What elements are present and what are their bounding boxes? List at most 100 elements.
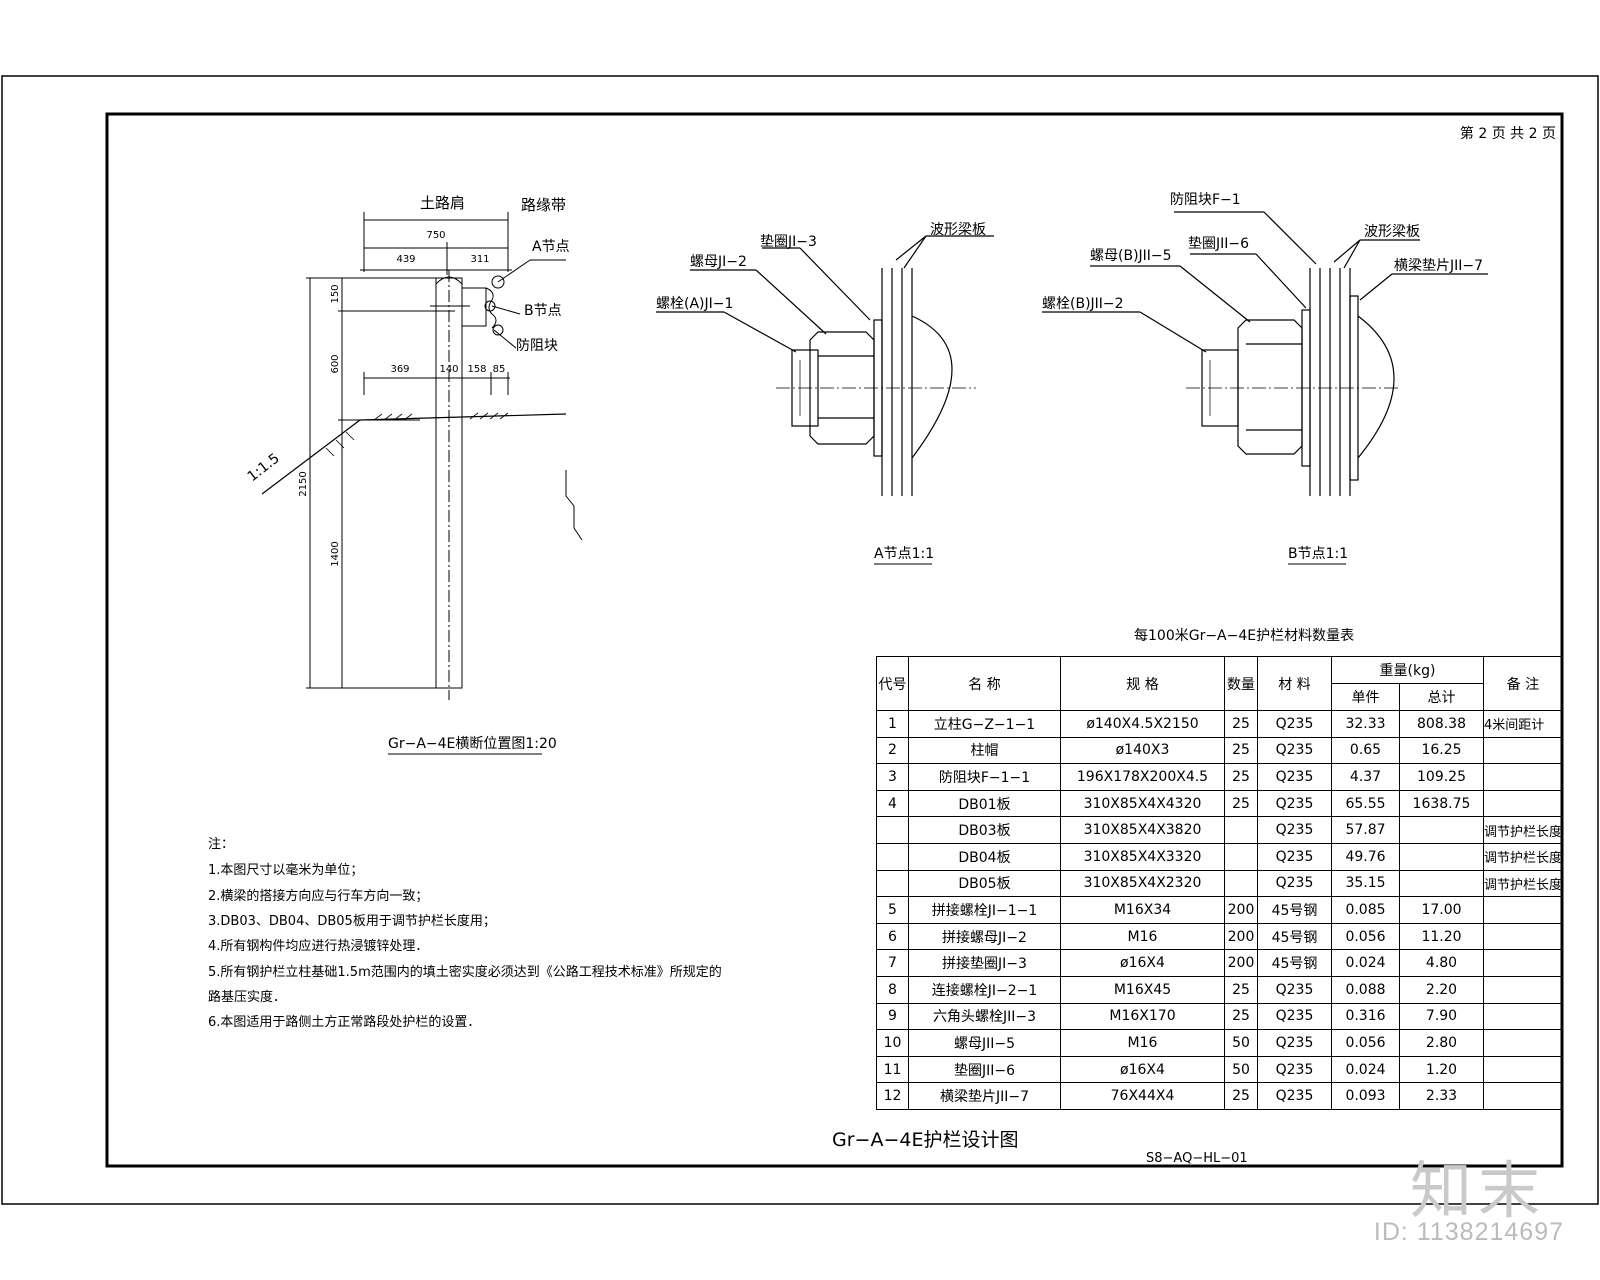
cell-name: DB01板 bbox=[908, 789, 1061, 818]
cell-unit: 0.093 bbox=[1331, 1082, 1400, 1110]
page-number: 第 2 页 共 2 页 bbox=[1460, 125, 1556, 142]
detail-b-bolt: 螺栓(B)JII−2 bbox=[1042, 296, 1124, 312]
cell-note bbox=[1482, 789, 1564, 818]
cell-unit: 4.37 bbox=[1331, 763, 1400, 791]
dim-750: 750 bbox=[426, 230, 445, 241]
dim-311: 311 bbox=[470, 254, 489, 265]
note-5a: 5.所有钢护栏立柱基础1.5m范围内的填土密实度必须达到《公路工程技术标准》所规… bbox=[208, 964, 722, 980]
cell-qty: 25 bbox=[1224, 975, 1258, 1004]
cell-spec: 310X85X4X2320 bbox=[1060, 869, 1225, 898]
cell-spec: M16 bbox=[1060, 1029, 1225, 1057]
cell-mat: Q235 bbox=[1257, 816, 1332, 844]
dim-85: 85 bbox=[493, 364, 506, 375]
col-header-qty: 数量 bbox=[1224, 656, 1258, 711]
cell-spec: 76X44X4 bbox=[1060, 1082, 1225, 1110]
cell-code bbox=[876, 842, 909, 871]
detail-b bbox=[1042, 211, 1488, 496]
cell-qty: 25 bbox=[1224, 763, 1258, 791]
cell-name: 横梁垫片JII−7 bbox=[908, 1082, 1061, 1110]
note-4: 4.所有钢构件均应进行热浸镀锌处理． bbox=[208, 938, 428, 954]
detail-a-beam: 波形梁板 bbox=[930, 222, 986, 238]
cell-mat: Q235 bbox=[1257, 975, 1332, 1004]
cell-total: 2.33 bbox=[1399, 1082, 1484, 1110]
cell-spec: M16X170 bbox=[1060, 1002, 1225, 1031]
cell-name: 六角头螺栓JII−3 bbox=[908, 1002, 1061, 1031]
cell-code bbox=[876, 816, 909, 844]
col-header-weight: 重量(kg) bbox=[1331, 656, 1484, 684]
notes-heading: 注： bbox=[208, 837, 234, 852]
table-title: 每100米Gr−A−4E护栏材料数量表 bbox=[1134, 628, 1354, 644]
detail-b-pad: 横梁垫片JII−7 bbox=[1394, 258, 1483, 274]
cell-code: 9 bbox=[876, 1002, 909, 1031]
col-header-code: 代号 bbox=[876, 656, 909, 711]
cell-qty: 25 bbox=[1224, 710, 1258, 738]
cell-spec: ø16X4 bbox=[1060, 949, 1225, 977]
cell-note: 4米间距计 bbox=[1482, 710, 1564, 738]
cell-mat: Q235 bbox=[1257, 1055, 1332, 1084]
cell-name: 立柱G−Z−1−1 bbox=[908, 710, 1061, 738]
cell-mat: Q235 bbox=[1257, 736, 1332, 765]
dim-1400: 1400 bbox=[330, 541, 341, 566]
cell-mat: 45号钢 bbox=[1257, 922, 1332, 951]
note-2: 2.横梁的搭接方向应与行车方向一致； bbox=[208, 888, 428, 904]
cell-spec: ø140X3 bbox=[1060, 736, 1225, 765]
section-caption: Gr−A−4E横断位置图1:20 bbox=[388, 736, 557, 752]
cell-unit: 0.65 bbox=[1331, 736, 1400, 765]
cell-total: 1.20 bbox=[1399, 1055, 1484, 1084]
detail-a-washer: 垫圈JI−3 bbox=[760, 234, 817, 250]
cell-spec: 310X85X4X4320 bbox=[1060, 789, 1225, 818]
cell-total: 2.80 bbox=[1399, 1029, 1484, 1057]
detail-a bbox=[656, 235, 994, 496]
outer-frame bbox=[1, 75, 1599, 1205]
cell-name: 拼接垫圈JI−3 bbox=[908, 949, 1061, 977]
cell-unit: 0.056 bbox=[1331, 1029, 1400, 1057]
detail-b-washer: 垫圈JII−6 bbox=[1188, 236, 1249, 252]
cell-name: 连接螺栓JI−2−1 bbox=[908, 975, 1061, 1004]
cell-qty bbox=[1224, 842, 1258, 871]
cell-qty bbox=[1224, 869, 1258, 898]
col-header-unit: 单件 bbox=[1331, 683, 1400, 711]
cell-total: 808.38 bbox=[1399, 710, 1484, 738]
col-header-spec: 规 格 bbox=[1060, 656, 1225, 711]
dim-140: 140 bbox=[439, 364, 458, 375]
cell-total: 4.80 bbox=[1399, 949, 1484, 977]
col-header-note: 备 注 bbox=[1482, 656, 1564, 711]
cell-mat: Q235 bbox=[1257, 763, 1332, 791]
dim-158: 158 bbox=[467, 364, 486, 375]
note-5b: 路基压实度． bbox=[208, 989, 286, 1005]
cell-note bbox=[1482, 1055, 1564, 1084]
cell-code: 12 bbox=[876, 1082, 909, 1110]
cell-qty: 25 bbox=[1224, 1002, 1258, 1031]
cell-code: 4 bbox=[876, 789, 909, 818]
detail-b-nut: 螺母(B)JII−5 bbox=[1090, 248, 1172, 264]
note-6: 6.本图适用于路侧土方正常路段处护栏的设置． bbox=[208, 1014, 480, 1030]
cell-name: 垫圈JII−6 bbox=[908, 1055, 1061, 1084]
cell-mat: 45号钢 bbox=[1257, 896, 1332, 924]
cell-name: 螺母JII−5 bbox=[908, 1029, 1061, 1057]
cell-qty: 50 bbox=[1224, 1055, 1258, 1084]
cell-note bbox=[1482, 975, 1564, 1004]
cell-code bbox=[876, 869, 909, 898]
cell-spec: ø16X4 bbox=[1060, 1055, 1225, 1084]
cell-note bbox=[1482, 922, 1564, 951]
section-view bbox=[261, 212, 583, 700]
col-header-name: 名 称 bbox=[908, 656, 1061, 711]
cell-mat: Q235 bbox=[1257, 710, 1332, 738]
cell-unit: 65.55 bbox=[1331, 789, 1400, 818]
cell-total bbox=[1399, 869, 1484, 898]
cell-note bbox=[1482, 1082, 1564, 1110]
label-node-a: A节点 bbox=[532, 239, 570, 255]
cell-total: 11.20 bbox=[1399, 922, 1484, 951]
dim-150: 150 bbox=[330, 284, 341, 303]
cell-total: 1638.75 bbox=[1399, 789, 1484, 818]
cell-unit: 49.76 bbox=[1331, 842, 1400, 871]
cell-unit: 0.088 bbox=[1331, 975, 1400, 1004]
